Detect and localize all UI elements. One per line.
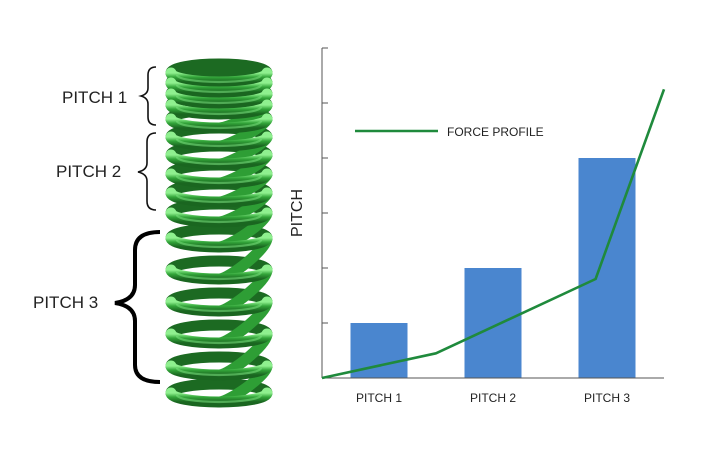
coil-highlight — [175, 239, 263, 249]
coil-front-segment — [165, 187, 273, 208]
coil-back-segment — [165, 223, 273, 244]
coil-back-segment — [165, 378, 273, 399]
bar-2 — [464, 268, 522, 378]
coil-highlight — [175, 367, 263, 377]
coil-front-segment — [165, 387, 273, 408]
coil-back-segment — [165, 319, 273, 340]
coil-back-segment — [165, 58, 273, 79]
coil-highlight — [175, 394, 263, 404]
coil-front-segment — [165, 360, 273, 381]
coil-back-segment — [165, 287, 273, 308]
bracket-pitch-3 — [114, 230, 161, 384]
x-tick-label-1: PITCH 1 — [356, 391, 402, 405]
coil-highlight — [175, 106, 263, 116]
coil-highlight — [175, 156, 263, 166]
coil-front-segment — [165, 264, 273, 285]
coil-spring — [165, 58, 273, 408]
coil-front-segment — [165, 131, 273, 152]
coil-highlight — [175, 335, 263, 345]
coil-front-segment — [165, 296, 273, 317]
label-pitch-3: PITCH 3 — [33, 293, 98, 312]
force-profile-line — [321, 88, 666, 380]
y-axis-ticks — [322, 47, 328, 324]
coil-highlight — [175, 271, 263, 281]
coil-front-segment — [165, 328, 273, 349]
bracket-pitch-2 — [137, 132, 157, 211]
coil-front-segment — [165, 168, 273, 189]
coil-highlight — [175, 194, 263, 204]
coil-front-segment — [165, 149, 273, 170]
coil-front-segment — [165, 113, 273, 134]
coil-highlight — [175, 138, 263, 148]
chart-bars — [350, 158, 636, 378]
bracket-pitch-1 — [138, 66, 157, 126]
y-axis-label: PITCH — [289, 189, 306, 237]
legend: FORCE PROFILE — [355, 125, 544, 139]
x-tick-labels: PITCH 1 PITCH 2 PITCH 3 — [356, 391, 630, 405]
coil-highlight — [175, 120, 263, 130]
coil-highlight — [175, 214, 263, 224]
x-tick-label-3: PITCH 3 — [584, 391, 630, 405]
coil-highlight — [175, 84, 263, 94]
coil-highlight — [175, 175, 263, 185]
coil-highlight — [175, 74, 263, 84]
pitch-chart: PITCH 1 PITCH 2 PITCH 3 PITCH FORCE PROFIL… — [289, 47, 666, 405]
coil-back-segment — [165, 351, 273, 372]
x-tick-label-2: PITCH 2 — [470, 391, 516, 405]
coil-highlight — [175, 303, 263, 313]
coil-front-segment — [165, 232, 273, 253]
coil-back-segment — [165, 255, 273, 276]
label-pitch-2: PITCH 2 — [56, 162, 121, 181]
label-pitch-1: PITCH 1 — [62, 88, 127, 107]
coil-front-segment — [165, 207, 273, 228]
legend-label: FORCE PROFILE — [447, 125, 544, 139]
coil-highlight — [175, 95, 263, 105]
